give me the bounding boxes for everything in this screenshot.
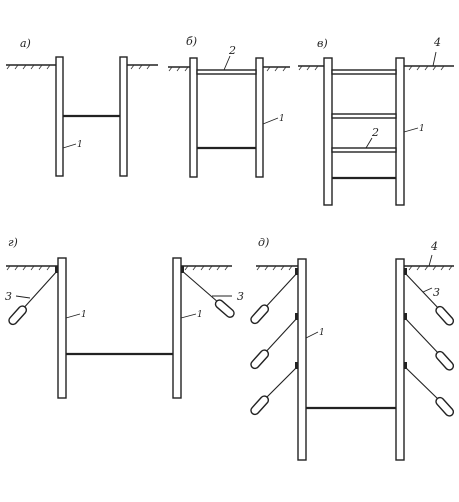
callout-ground: 4: [430, 240, 438, 253]
sheet-pile-right: [172, 257, 182, 399]
leader-anchor: [422, 287, 433, 293]
anchor-tie-right: [180, 269, 220, 304]
callout-pile: 1: [419, 124, 425, 134]
leader-strut: [365, 137, 373, 149]
anchor-tie-right-1: [403, 271, 441, 311]
anchor-plate-left-3: [250, 395, 270, 416]
leader-strut: [223, 55, 231, 71]
sheet-pile-right: [119, 56, 128, 177]
anchor-tie-left-3: [262, 365, 299, 402]
panel-b-label: б): [186, 35, 197, 48]
sheet-pile-left: [189, 57, 198, 178]
waler-left-1: [295, 268, 298, 275]
anchor-tie-right-2: [403, 316, 441, 356]
sheet-pile-right: [395, 57, 405, 206]
ground-hatching: [168, 66, 287, 72]
callout-pile: 1: [279, 114, 285, 124]
callout-anchor: 3: [433, 286, 440, 299]
panel-d-label: д): [258, 236, 269, 249]
panel-a-label: а): [20, 37, 31, 50]
waler-right: [181, 266, 184, 273]
callout-pile: 1: [77, 140, 83, 150]
sheet-pile-left: [323, 57, 333, 206]
sheet-pile-right: [255, 57, 264, 178]
callout-anchor-right: 3: [237, 290, 244, 303]
leader-pile-right: [180, 313, 197, 319]
strut-upper: [331, 69, 397, 75]
strut-middle: [331, 113, 397, 119]
panel-b: б) 2 1: [168, 35, 290, 178]
callout-strut: 2: [371, 126, 379, 139]
waler-left-2: [295, 313, 298, 320]
anchor-tie-left: [20, 269, 59, 312]
callout-pile: 1: [319, 328, 325, 338]
leader-pile-left: [65, 313, 81, 319]
callout-pile-left: 1: [81, 310, 87, 320]
callout-anchor-left: 3: [5, 290, 12, 303]
waler-left-3: [295, 362, 298, 369]
panel-a: а) 1: [6, 37, 158, 177]
waler-left: [55, 266, 58, 273]
waler-right-1: [404, 268, 407, 275]
panel-v: в) 4 1 2: [298, 36, 454, 206]
anchor-tie-left-2: [262, 316, 299, 356]
leader-pile: [62, 143, 77, 149]
sheet-pile-right: [395, 258, 405, 461]
leader-ground: [428, 254, 433, 267]
anchor-plate-right-2: [435, 350, 455, 371]
callout-strut: 2: [228, 44, 236, 57]
leader-ground: [432, 51, 437, 67]
panel-g-label: г): [8, 236, 18, 249]
sheet-pile-left: [57, 257, 67, 399]
ground-hatching: [6, 265, 229, 271]
ground-hatching: [298, 65, 445, 71]
anchor-plate-left: [8, 305, 28, 326]
anchor-plate-right-3: [435, 396, 455, 417]
anchor-plate-left-2: [250, 349, 270, 370]
waler-right-3: [404, 362, 407, 369]
sheet-pile-left: [55, 56, 64, 177]
callout-pile-right: 1: [197, 310, 203, 320]
anchor-plate-right: [214, 299, 235, 318]
panel-d: д) 1: [250, 236, 455, 461]
leader-pile: [262, 117, 279, 125]
leader-pile: [403, 127, 419, 133]
sheet-pile-left: [297, 258, 307, 461]
panel-g: г) 3 1 1 3: [5, 236, 244, 399]
anchor-plate-right-1: [435, 305, 455, 326]
leader-pile: [305, 331, 319, 339]
callout-ground: 4: [433, 36, 441, 49]
panel-v-label: в): [317, 37, 328, 50]
strut: [196, 69, 257, 75]
leader-anchor-left: [15, 295, 31, 299]
ground-hatching: [256, 265, 453, 271]
anchor-plate-left-1: [250, 304, 270, 325]
anchor-tie-left-1: [262, 271, 299, 311]
anchor-tie-right-3: [403, 365, 441, 402]
ground-hatching: [6, 64, 151, 70]
waler-right-2: [404, 313, 407, 320]
strut-lower: [331, 147, 397, 153]
